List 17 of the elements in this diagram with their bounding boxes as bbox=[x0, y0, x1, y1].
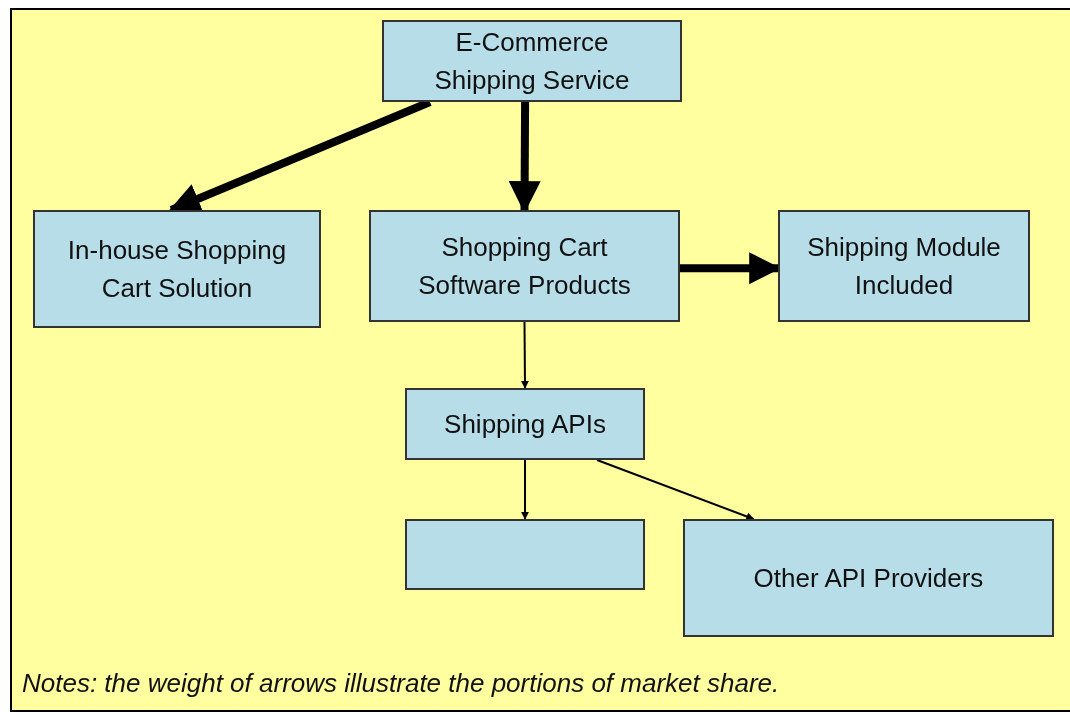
box-label: Shopping Cart Software Products bbox=[417, 231, 632, 302]
empty-box bbox=[405, 519, 645, 590]
process-box bbox=[33, 210, 321, 328]
arrow bbox=[520, 321, 529, 389]
box-label: In-house Shopping Cart Solution bbox=[66, 234, 288, 305]
process-box bbox=[405, 388, 645, 460]
box-label: Other API Providers bbox=[753, 562, 984, 595]
box-label: E-Commerce Shipping Service bbox=[433, 26, 631, 97]
process-box bbox=[382, 20, 682, 102]
process-box bbox=[683, 519, 1054, 637]
process-box bbox=[369, 210, 680, 322]
box-label: Shipping Module Included bbox=[806, 231, 1002, 302]
arrow bbox=[596, 459, 755, 521]
note-text: Notes: the weight of arrows illustrate the portions of market share. bbox=[22, 667, 780, 700]
arrow bbox=[521, 459, 529, 520]
box-label: Shipping APIs bbox=[444, 408, 606, 441]
process-box bbox=[778, 210, 1030, 322]
